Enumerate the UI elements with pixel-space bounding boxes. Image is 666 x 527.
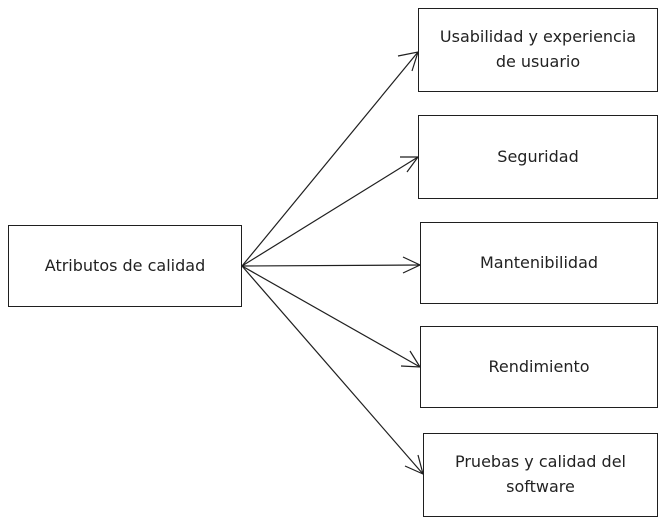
connector-arrow-mantenibilidad [241,264,421,267]
attribute-label-mantenibilidad: Mantenibilidad [479,252,599,272]
attribute-label-seguridad: Seguridad [497,146,579,166]
root-node-box: Atributos de calidad [8,225,242,307]
connector-arrow-pruebas [241,265,424,475]
attribute-node-seguridad: Seguridad [418,115,658,199]
arrowhead-rendimiento [400,350,422,368]
root-node-label: Atributos de calidad [44,255,206,275]
attribute-node-mantenibilidad: Mantenibilidad [420,222,658,304]
attribute-label-pruebas: Pruebas y calidad del software [454,452,626,496]
attribute-label-rendimiento: Rendimiento [488,356,590,376]
connector-arrow-seguridad [241,156,419,267]
attribute-node-pruebas: Pruebas y calidad del software [423,433,658,517]
connector-arrow-rendimiento [241,265,421,368]
attribute-label-usabilidad: Usabilidad y experiencia de usuario [439,27,637,71]
connector-arrow-usabilidad [241,51,419,267]
attribute-node-usabilidad: Usabilidad y experiencia de usuario [418,8,658,92]
attribute-node-rendimiento: Rendimiento [420,326,658,408]
